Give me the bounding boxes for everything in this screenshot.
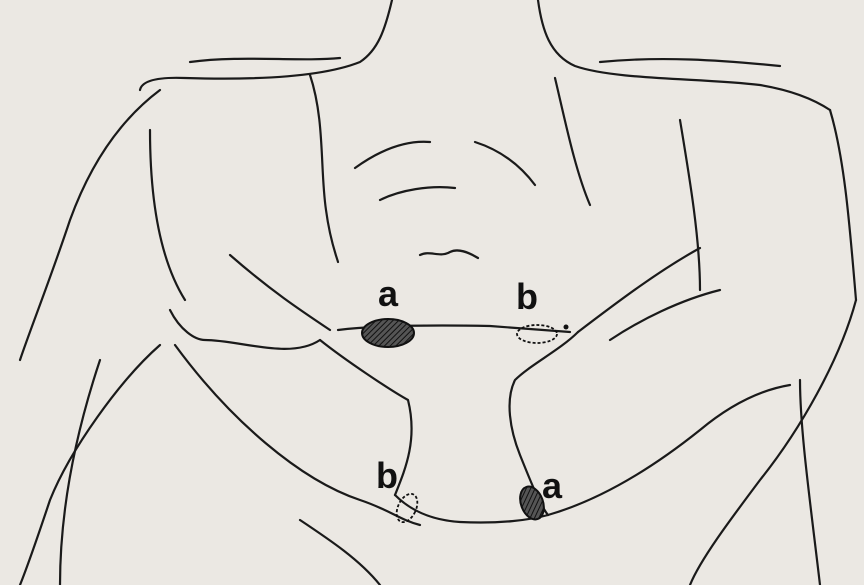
right-thigh-outer	[690, 300, 856, 585]
sternum-right	[475, 142, 535, 185]
label-a-lower: a	[542, 468, 562, 504]
left-hip-line	[60, 360, 100, 585]
left-torso-side	[150, 130, 185, 300]
chest-contour-left	[310, 75, 338, 262]
label-a-upper: a	[378, 276, 398, 312]
waist-left	[230, 255, 330, 330]
right-shoulder-outer	[830, 110, 856, 300]
left-lower-edge	[300, 520, 380, 585]
right-leg-crease	[548, 385, 790, 515]
left-thigh-top	[170, 310, 320, 349]
waist-right	[578, 248, 700, 332]
umbilicus-line	[420, 250, 478, 258]
label-b-upper: b	[516, 279, 538, 315]
left-leg-crease	[175, 345, 420, 525]
right-lower-line	[800, 380, 820, 585]
lesion-b-upper	[517, 325, 557, 343]
label-b-lower: b	[376, 458, 398, 494]
right-torso-side	[680, 120, 700, 290]
sternum-left	[355, 142, 430, 168]
right-inner-crease	[610, 290, 720, 340]
neck-right-line	[538, 0, 830, 110]
neck-left-line	[140, 0, 392, 90]
left-shoulder-outer	[20, 90, 160, 360]
lesion-a-upper	[362, 319, 414, 347]
clavicle-right	[600, 59, 780, 66]
chest-contour-right	[555, 78, 590, 205]
dot-marker	[564, 325, 569, 330]
left-thigh-outer	[20, 345, 160, 585]
sternum-lower	[380, 187, 455, 200]
clavicle-left	[190, 58, 340, 62]
